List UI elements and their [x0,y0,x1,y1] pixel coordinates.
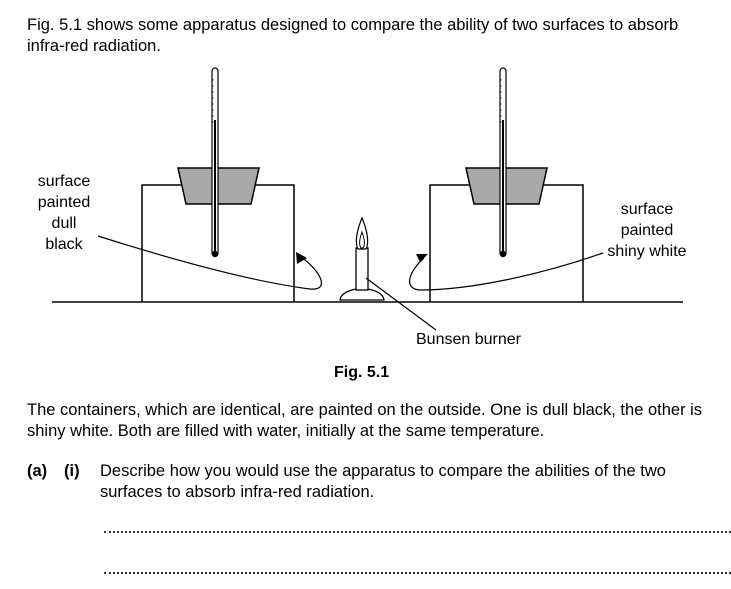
answer-line-2[interactable] [104,572,731,574]
label-bunsen-burner: Bunsen burner [416,331,521,348]
intro-line-2: infra-red radiation. [27,37,161,55]
body-line-1: The containers, which are identical, are… [27,401,703,419]
question-line-1: Describe how you would use the apparatus… [100,462,666,480]
label-dull-black: surface painted dull black [24,171,104,255]
question-line-2: surfaces to absorb infra-red radiation. [100,483,375,501]
label-shiny-white-1: surface [620,201,674,218]
intro-line-1: Fig. 5.1 shows some apparatus designed t… [27,16,679,34]
question-part: (a) [27,462,48,480]
right-thermometer [499,67,507,258]
leader-shiny-white [409,252,604,291]
leader-dull-black [97,235,322,290]
left-thermometer [211,67,219,258]
label-shiny-white: surface painted shiny white [598,199,696,262]
arrowhead-left [296,252,307,264]
label-dull-black-3: dull [51,215,77,232]
label-dull-black-4: black [45,236,83,253]
arrowhead-right [416,254,428,262]
label-dull-black-1: surface [37,173,91,190]
answer-line-1[interactable] [104,531,731,533]
figure-caption: Fig. 5.1 [334,364,390,381]
label-shiny-white-2: painted [620,222,674,239]
leader-bunsen [365,277,437,331]
question-subpart: (i) [64,462,80,480]
label-shiny-white-3: shiny white [607,243,687,260]
body-line-2: shiny white. Both are filled with water,… [27,422,545,440]
label-dull-black-2: painted [37,194,91,211]
bunsen-burner [339,216,385,301]
apparatus-diagram [52,67,683,331]
